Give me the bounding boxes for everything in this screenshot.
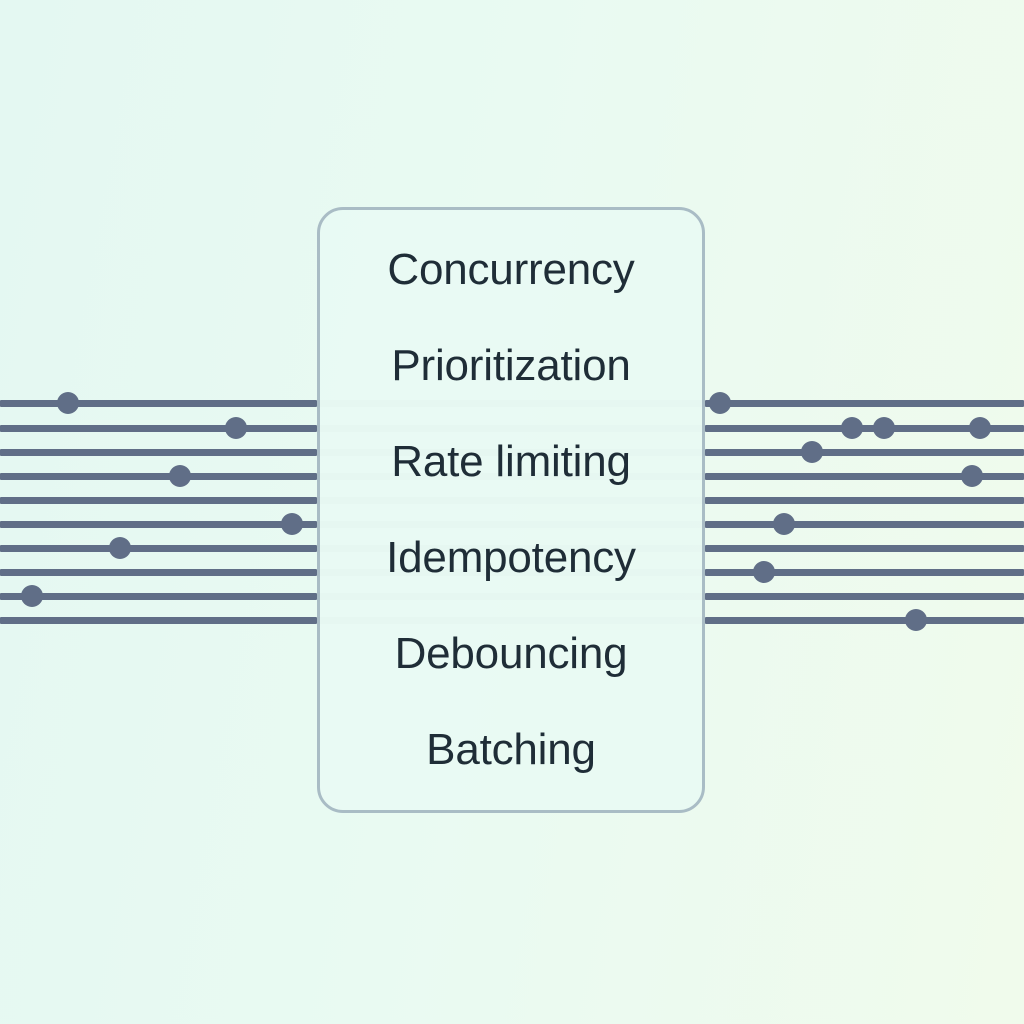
- track-dot: [109, 537, 131, 559]
- track-segment-right: [705, 496, 1024, 504]
- track-segment-left: [0, 448, 317, 456]
- track-dot: [709, 392, 731, 414]
- track-segment-left: [0, 520, 317, 528]
- track-segment-right: [705, 568, 1024, 576]
- track-segment-right: [705, 544, 1024, 552]
- track-segment-left: [0, 399, 317, 407]
- track-dot: [841, 417, 863, 439]
- track-segment-left: [0, 616, 317, 624]
- concept-item[interactable]: Batching: [426, 725, 596, 774]
- track-segment-right: [705, 448, 1024, 456]
- track-dot: [773, 513, 795, 535]
- concept-item[interactable]: Idempotency: [386, 533, 636, 582]
- track-segment-right: [705, 616, 1024, 624]
- track-dot: [753, 561, 775, 583]
- track-segment-right: [705, 472, 1024, 480]
- track-dot: [801, 441, 823, 463]
- track-dot: [969, 417, 991, 439]
- track-dot: [961, 465, 983, 487]
- concept-item[interactable]: Concurrency: [387, 245, 635, 294]
- track-segment-left: [0, 568, 317, 576]
- track-dot: [21, 585, 43, 607]
- track-dot: [225, 417, 247, 439]
- track-dot: [905, 609, 927, 631]
- concept-item[interactable]: Prioritization: [391, 341, 631, 390]
- track-segment-right: [705, 592, 1024, 600]
- track-segment-left: [0, 544, 317, 552]
- track-dot: [169, 465, 191, 487]
- concept-item[interactable]: Rate limiting: [391, 437, 631, 486]
- track-dot: [873, 417, 895, 439]
- track-dot: [281, 513, 303, 535]
- track-dot: [57, 392, 79, 414]
- track-segment-left: [0, 424, 317, 432]
- track-segment-right: [705, 424, 1024, 432]
- track-segment-left: [0, 472, 317, 480]
- track-segment-left: [0, 592, 317, 600]
- track-segment-left: [0, 496, 317, 504]
- track-segment-right: [705, 399, 1024, 407]
- track-segment-right: [705, 520, 1024, 528]
- concept-item[interactable]: Debouncing: [394, 629, 628, 678]
